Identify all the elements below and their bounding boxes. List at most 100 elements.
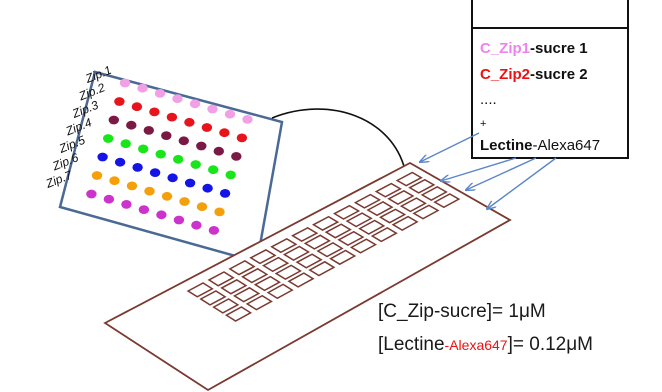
chip-well [408, 178, 436, 194]
lectine-concentration: [Lectine-Alexa647]= 0.12μM [378, 334, 593, 355]
zip2-name: C_Zip2 [480, 66, 530, 83]
chip-well [329, 249, 357, 266]
chip-well [395, 171, 423, 187]
zip-dot [91, 171, 103, 180]
zip-dot [121, 200, 132, 209]
connector-curve [271, 108, 406, 171]
chip-well [282, 245, 311, 261]
zip-dot [108, 115, 120, 125]
zip-dot [196, 141, 207, 151]
chip-well [332, 204, 361, 220]
chip-well [433, 193, 461, 209]
lectine-name: Lectine [480, 137, 533, 154]
zip-dot [166, 112, 178, 122]
zip1-name: C_Zip1 [480, 40, 530, 57]
microchip [103, 161, 512, 392]
chip-well [349, 238, 378, 254]
zip-dot [207, 104, 218, 114]
chip-well [249, 249, 277, 265]
chip-well [374, 182, 402, 198]
zip-dot [149, 168, 161, 178]
zip-dot [196, 202, 208, 212]
transfer-arrows [420, 132, 557, 209]
tube-line-zip2: C_Zip2-sucre 2 [480, 66, 588, 83]
zip-dot [191, 220, 202, 230]
chip-well [412, 204, 440, 220]
chip-well [266, 283, 294, 300]
chip-well [420, 185, 448, 201]
zip-dot [161, 131, 172, 141]
chip-well [287, 272, 315, 288]
chip-well [228, 260, 256, 276]
zip-dot [224, 109, 236, 119]
zip-dot [149, 107, 160, 117]
chip-well [391, 215, 419, 231]
zip-dot [225, 170, 236, 180]
zip-dot [231, 152, 242, 161]
lectine-concentration-value: = 0.12μM [513, 334, 593, 355]
zip2-suffix: -sucre 2 [530, 66, 588, 83]
lectine-concentration-label: [Lectine [378, 334, 445, 355]
zip-dot [173, 215, 185, 225]
chip-well [387, 189, 415, 205]
zip-dot [236, 133, 248, 143]
zip-dot [184, 178, 196, 188]
zip-dot [126, 120, 137, 130]
chip-well [399, 197, 427, 213]
zip-dot [155, 149, 166, 159]
chip-well [270, 237, 298, 254]
zip-dot [103, 134, 114, 143]
zip-dot [132, 163, 143, 172]
arrow-3 [466, 157, 537, 190]
zip-dot [172, 94, 183, 103]
chip-well [253, 275, 281, 292]
zip-dot [178, 136, 189, 146]
arrow-4 [487, 157, 557, 209]
chip-well [224, 306, 253, 322]
zip-dot [219, 189, 231, 198]
zip-dot [167, 173, 178, 183]
chip-well [337, 230, 365, 247]
lectine-suffix: -Alexa647 [533, 137, 601, 154]
zip-dot [213, 146, 224, 156]
chip-well [366, 201, 394, 217]
zip-dot [214, 207, 225, 217]
chip-well [316, 242, 344, 258]
tube-plus: + [480, 118, 486, 130]
chip-well [370, 227, 398, 243]
zip-dot [103, 194, 115, 204]
chip-well [295, 253, 323, 269]
zip-dot [126, 181, 138, 191]
zip-dot [131, 102, 143, 112]
tube: C_Zip1-sucre 1 C_Zip2-sucre 2 .... + Lec… [471, 0, 629, 159]
zip-dot [114, 97, 125, 106]
zip-dot [202, 183, 213, 193]
chip-well [207, 271, 235, 287]
zip-dot [190, 160, 201, 169]
zip-dot [109, 176, 120, 186]
zip-dot [144, 186, 155, 196]
zip-dot [189, 99, 201, 109]
zip-concentration-value: = 1μM [492, 301, 546, 322]
chip-well [324, 223, 352, 239]
zip-dot [120, 139, 131, 149]
chip-well [353, 193, 382, 209]
zip-dot [184, 117, 195, 127]
chip-well [345, 212, 373, 228]
zip-dot [138, 205, 150, 215]
chip-well [186, 282, 214, 298]
chip-wells [186, 171, 461, 322]
lectine-concentration-dye: -Alexa647 [445, 337, 508, 353]
chip-well [274, 264, 302, 280]
chip-well [311, 215, 340, 231]
zip-dot [173, 154, 184, 164]
zip-dot [119, 78, 131, 88]
chip-well [199, 290, 227, 306]
zip-dot [201, 123, 213, 132]
zip-dot [208, 226, 220, 235]
tube-ellipsis: .... [480, 91, 497, 108]
zip-dot [161, 191, 173, 201]
